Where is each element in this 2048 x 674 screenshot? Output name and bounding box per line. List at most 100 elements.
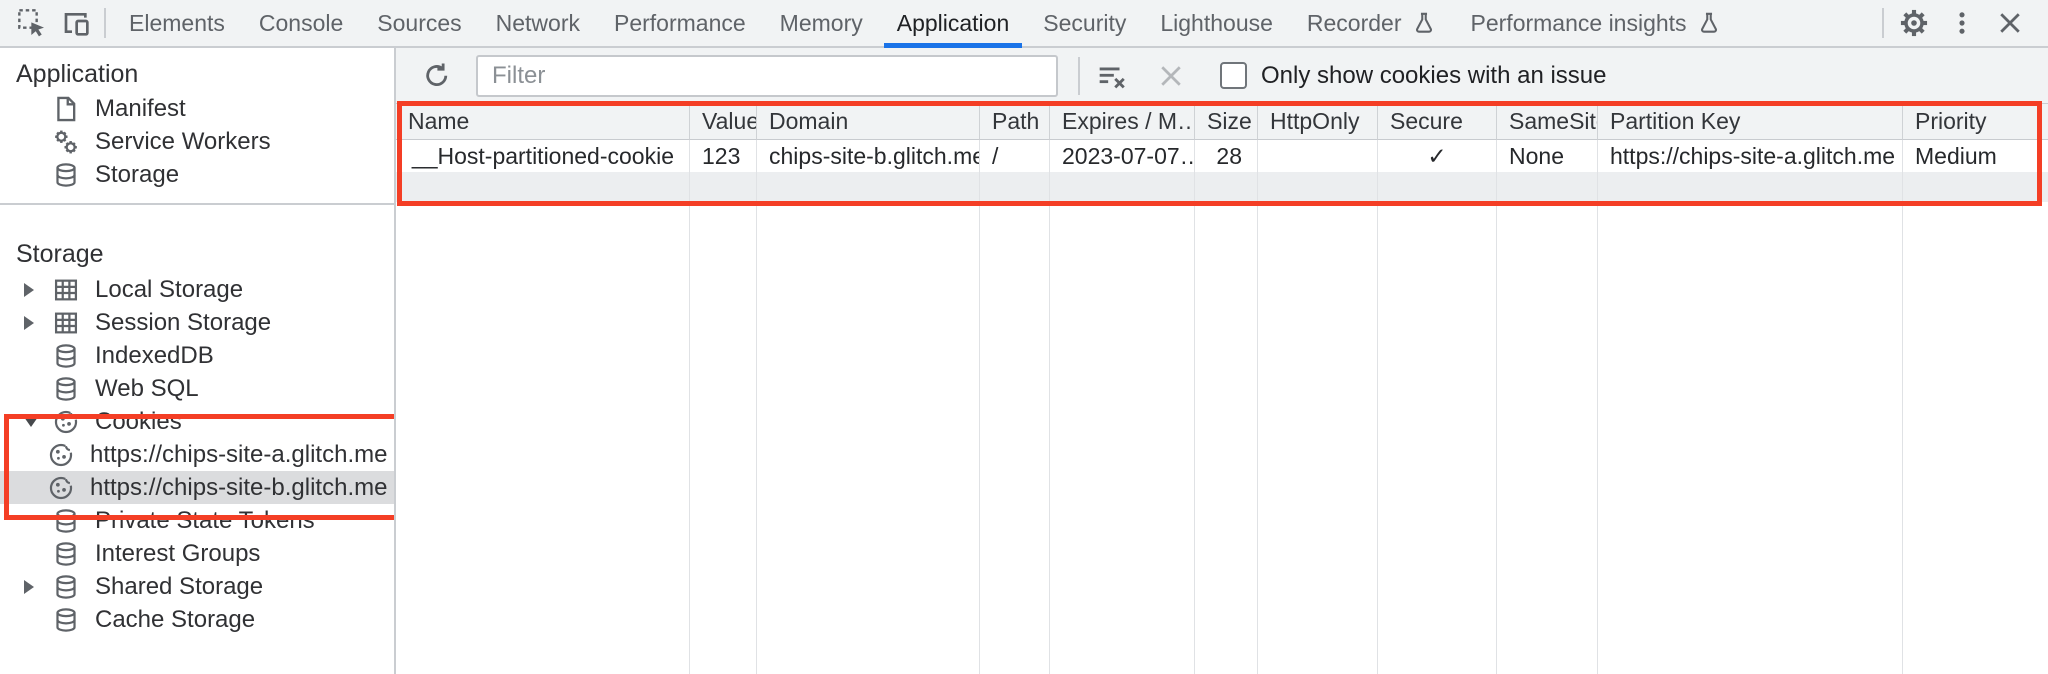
tab-lighthouse[interactable]: Lighthouse — [1143, 0, 1290, 46]
database-icon — [52, 507, 80, 535]
tab-label: Elements — [129, 9, 225, 36]
column-header-secure[interactable]: Secure — [1378, 104, 1497, 140]
tab-elements[interactable]: Elements — [112, 0, 242, 46]
sidebar-item-private-state-tokens[interactable]: Private State Tokens — [0, 504, 394, 537]
cookie-row-domain[interactable]: chips-site-b.glitch.me — [757, 140, 980, 172]
tabbar-divider — [1882, 8, 1884, 38]
disclosure-collapsed-icon[interactable] — [24, 282, 52, 297]
flask-icon — [1696, 10, 1722, 36]
sidebar-item-label: Web SQL — [95, 374, 199, 402]
sidebar-item-session-storage[interactable]: Session Storage — [0, 306, 394, 339]
disclosure-collapsed-icon[interactable] — [24, 315, 52, 330]
cookie-row-partition-key[interactable]: https://chips-site-a.glitch.me — [1598, 140, 1903, 172]
column-header-path[interactable]: Path — [980, 104, 1050, 140]
delete-cookie-button[interactable] — [1148, 54, 1194, 98]
settings-button[interactable] — [1890, 1, 1938, 45]
empty-row-cell — [1598, 172, 1903, 202]
cookie-row-secure[interactable]: ✓ — [1378, 140, 1497, 172]
clear-filter-button[interactable] — [1088, 54, 1134, 98]
sidebar-item-label: Service Workers — [95, 127, 271, 155]
database-icon — [52, 161, 80, 189]
tab-label: Performance insights — [1470, 9, 1687, 36]
cookie-row-name[interactable]: __Host-partitioned-cookie — [396, 140, 690, 172]
sidebar-item-web-sql[interactable]: Web SQL — [0, 372, 394, 405]
empty-row-cell — [757, 172, 980, 202]
disclosure-expanded-icon[interactable] — [24, 416, 52, 427]
tab-label: Security — [1043, 9, 1127, 36]
more-options-button[interactable] — [1938, 1, 1986, 45]
sidebar-item-shared-storage[interactable]: Shared Storage — [0, 570, 394, 603]
grid-filler-cell — [1195, 202, 1258, 674]
cookie-row-httponly[interactable] — [1258, 140, 1378, 172]
sidebar-item-label: Local Storage — [95, 275, 244, 303]
inspect-element-button[interactable] — [10, 1, 54, 45]
database-icon — [52, 342, 80, 370]
tab-recorder[interactable]: Recorder — [1290, 0, 1454, 46]
sidebar-item-interest-groups[interactable]: Interest Groups — [0, 537, 394, 570]
column-header-expires[interactable]: Expires / M… — [1050, 104, 1195, 140]
sidebar-item-indexeddb[interactable]: IndexedDB — [0, 339, 394, 372]
sidebar-item-cookie-origin-site-b[interactable]: https://chips-site-b.glitch.me — [0, 471, 394, 504]
column-header-domain[interactable]: Domain — [757, 104, 980, 140]
sidebar-item-storage[interactable]: Storage — [0, 158, 394, 191]
tab-performance-insights[interactable]: Performance insights — [1454, 0, 1739, 46]
cookie-icon — [47, 441, 75, 469]
cookie-filter-input[interactable] — [476, 54, 1058, 97]
sidebar-item-label: Session Storage — [95, 308, 272, 336]
sidebar-item-label: https://chips-site-b.glitch.me — [90, 473, 388, 501]
close-devtools-button[interactable] — [1986, 1, 2034, 45]
only-issue-checkbox[interactable] — [1220, 62, 1247, 89]
column-header-size[interactable]: Size — [1195, 104, 1258, 140]
tab-label: Application — [896, 9, 1010, 36]
cookie-row-value[interactable]: 123 — [690, 140, 757, 172]
cookie-icon — [52, 408, 80, 436]
grid-filler-cell — [1598, 202, 1903, 674]
column-header-partition-key[interactable]: Partition Key — [1598, 104, 1903, 140]
tab-memory[interactable]: Memory — [763, 0, 880, 46]
tab-label: Recorder — [1306, 9, 1402, 36]
device-toolbar-button[interactable] — [54, 1, 98, 45]
tab-security[interactable]: Security — [1026, 0, 1143, 46]
cookie-row-samesite[interactable]: None — [1497, 140, 1598, 172]
clear-filter-icon — [1099, 67, 1125, 88]
sidebar-item-cookie-origin-site-a[interactable]: https://chips-site-a.glitch.me — [0, 438, 394, 471]
grid-filler-cell — [980, 202, 1050, 674]
sidebar-item-manifest[interactable]: Manifest — [0, 92, 394, 125]
disclosure-collapsed-icon[interactable] — [24, 579, 52, 594]
panel-tabs: Elements Console Sources Network Perform… — [112, 0, 1739, 48]
cookie-icon — [47, 474, 75, 502]
sidebar-item-label: Shared Storage — [95, 572, 264, 600]
column-header-value[interactable]: Value — [690, 104, 757, 140]
tab-network[interactable]: Network — [479, 0, 597, 46]
cookie-row-expires[interactable]: 2023-07-07… — [1050, 140, 1195, 172]
sidebar-item-label: Cache Storage — [95, 605, 256, 633]
tab-sources[interactable]: Sources — [360, 0, 478, 46]
grid-filler-cell — [1258, 202, 1378, 674]
empty-row-cell — [1258, 172, 1378, 202]
cookie-row-path[interactable]: / — [980, 140, 1050, 172]
empty-row-cell — [1195, 172, 1258, 202]
tab-application[interactable]: Application — [880, 0, 1027, 48]
device-toolbar-icon — [64, 13, 89, 36]
sidebar-item-cookies[interactable]: Cookies — [0, 405, 394, 438]
cookie-row-priority[interactable]: Medium — [1903, 140, 2048, 172]
cookies-toolbar: Only show cookies with an issue — [396, 48, 2048, 104]
column-header-priority[interactable]: Priority — [1903, 104, 2048, 140]
tab-performance[interactable]: Performance — [597, 0, 763, 46]
sidebar-item-service-workers[interactable]: Service Workers — [0, 125, 394, 158]
column-header-name[interactable]: Name — [396, 104, 690, 140]
grid-filler-cell — [757, 202, 980, 674]
tab-console[interactable]: Console — [242, 0, 360, 46]
x-icon — [1161, 65, 1181, 86]
application-sidebar: Application Manifest — [0, 48, 396, 674]
cookie-row-size[interactable]: 28 — [1195, 140, 1258, 172]
column-header-httponly[interactable]: HttpOnly — [1258, 104, 1378, 140]
sidebar-item-local-storage[interactable]: Local Storage — [0, 273, 394, 306]
tab-label: Memory — [779, 9, 863, 36]
column-header-samesite[interactable]: SameSite — [1497, 104, 1598, 140]
sidebar-item-cache-storage[interactable]: Cache Storage — [0, 603, 394, 636]
inspect-cursor-icon — [18, 9, 44, 37]
application-section-title: Application — [16, 59, 139, 88]
application-panel: Application Manifest — [0, 48, 2048, 674]
refresh-button[interactable] — [414, 54, 460, 98]
